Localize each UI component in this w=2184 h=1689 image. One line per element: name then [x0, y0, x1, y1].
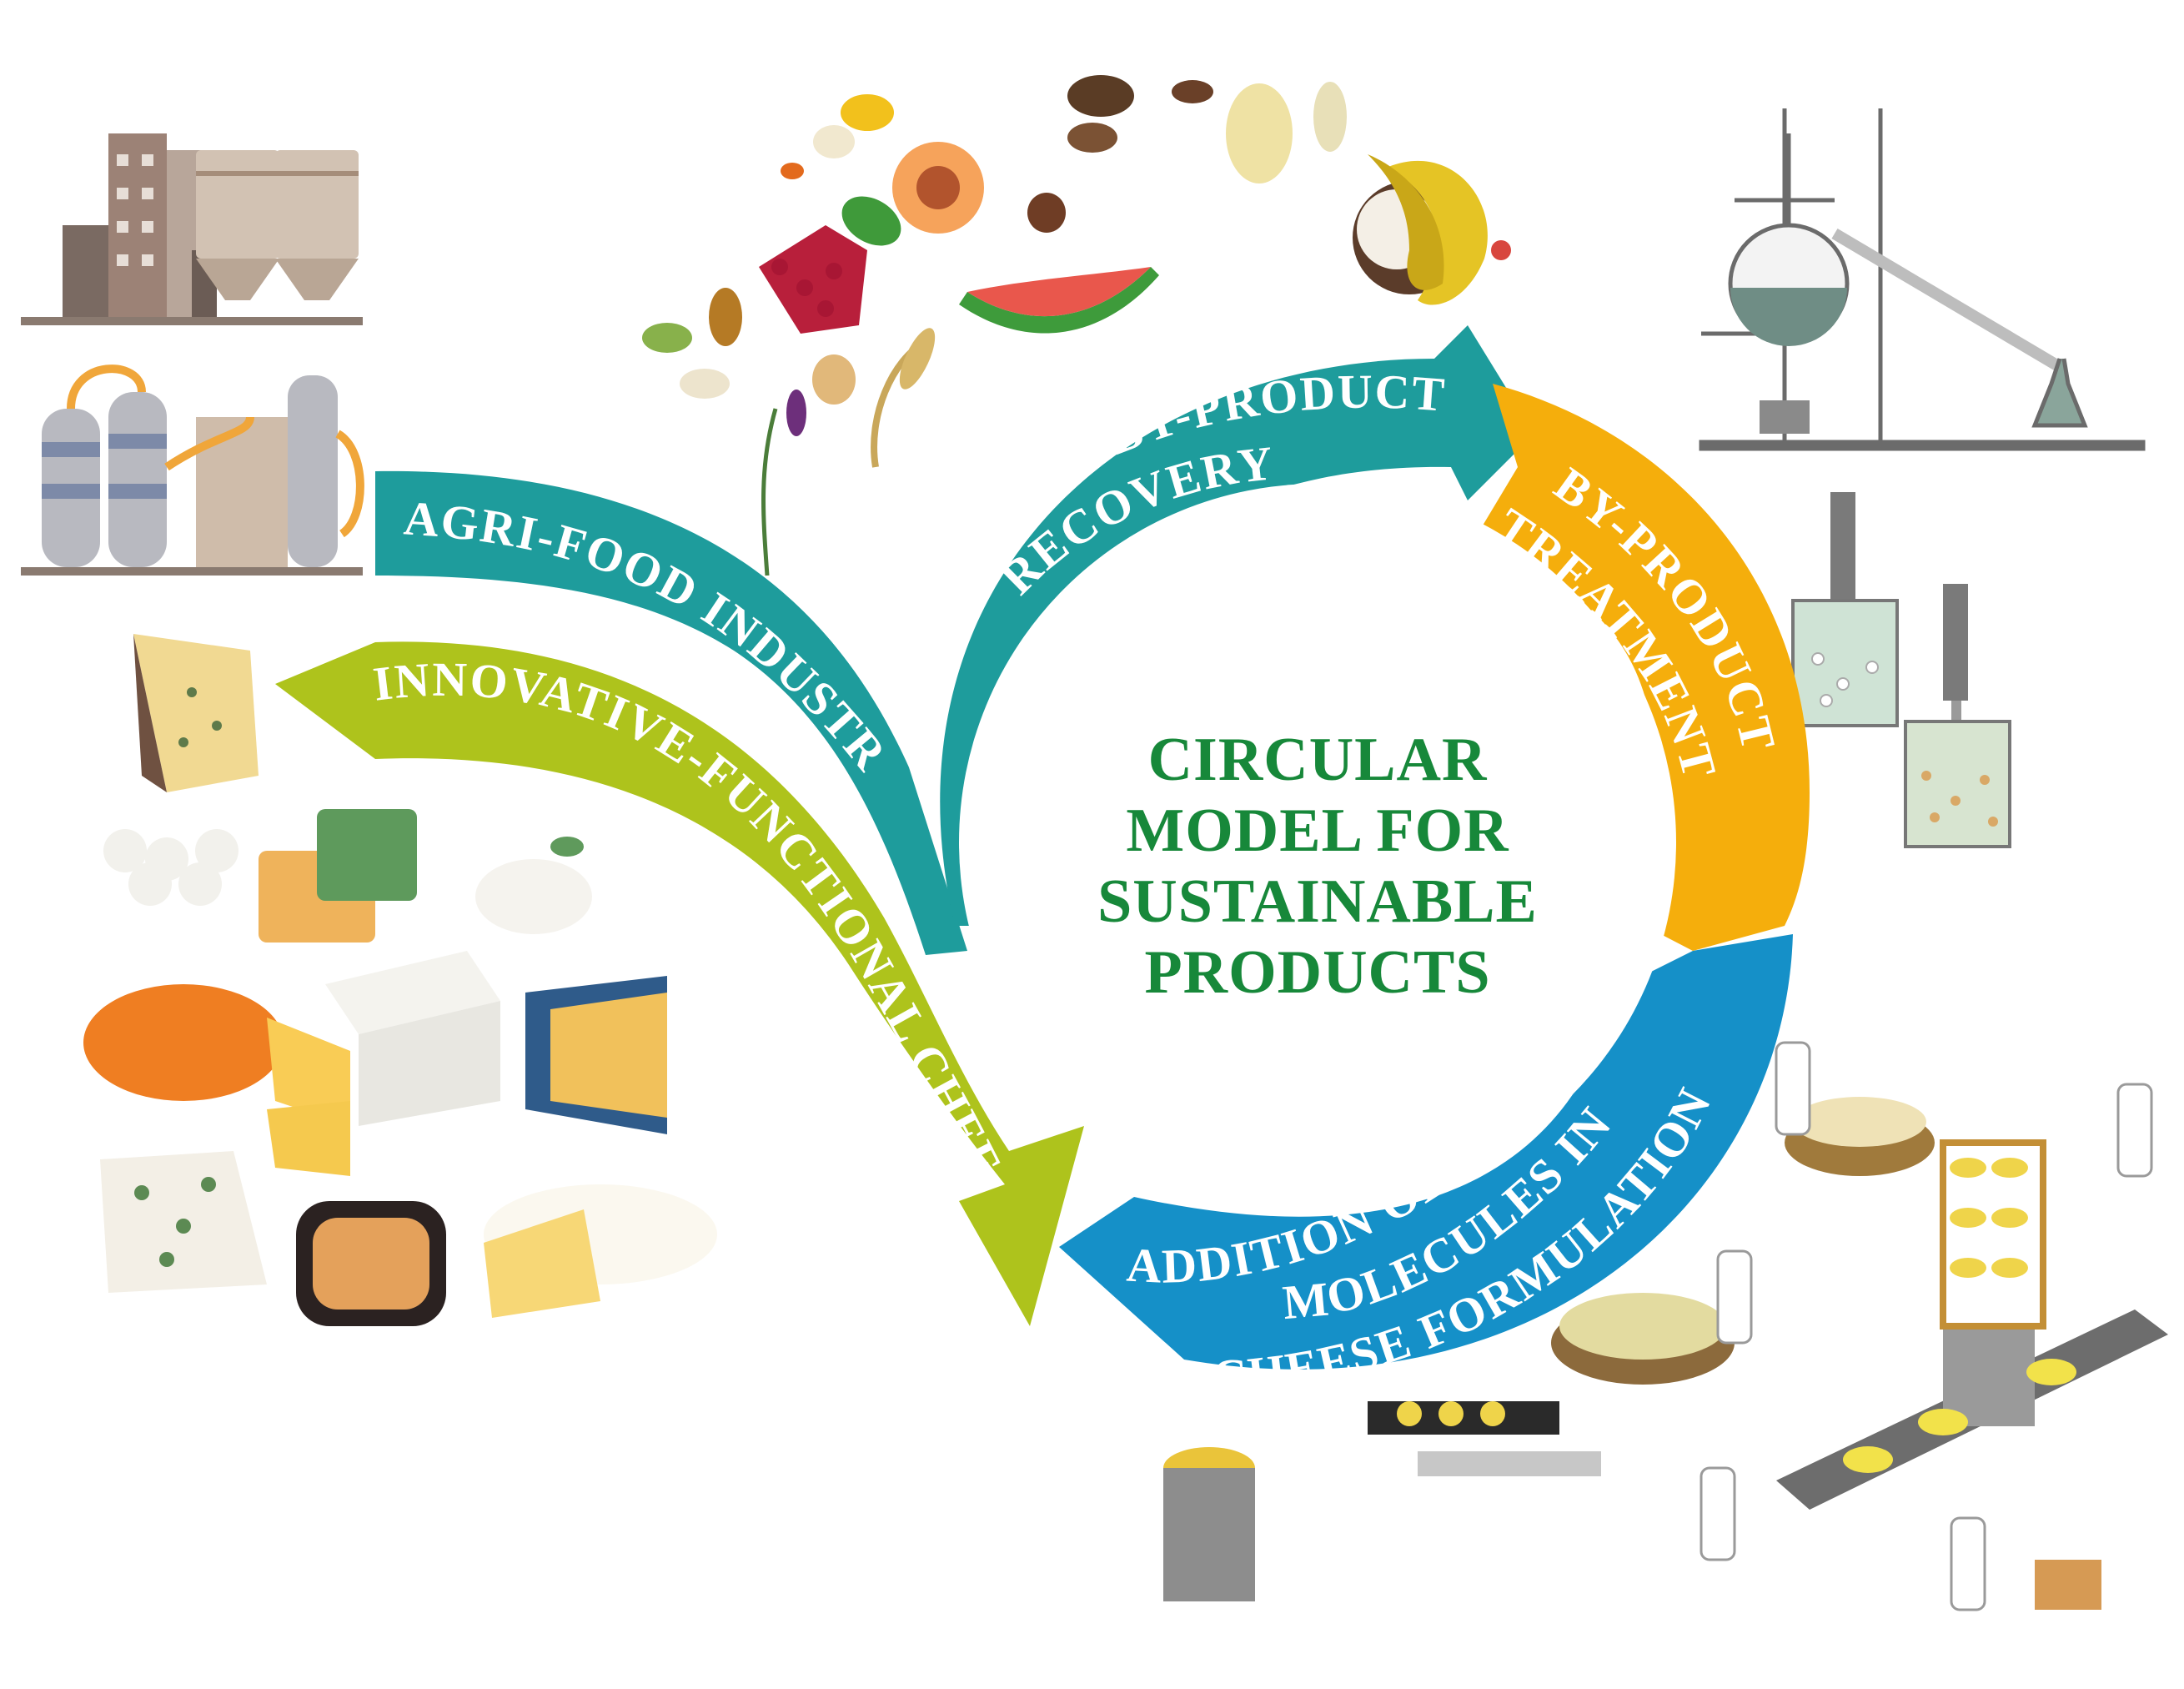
center-title-line2: MODEL FOR [1126, 797, 1509, 865]
distillation-lab-illustration [1699, 108, 2146, 451]
byproduct-treatment-arrow [1468, 384, 1810, 951]
cheese-production-illustration [1163, 1041, 2168, 1611]
center-title-line4: PRODUCTS [1144, 938, 1490, 1007]
food-waste-illustration [642, 75, 1511, 576]
ultrasound-treatment-illustration [1791, 492, 2011, 848]
factory-buildings-illustration [21, 133, 364, 576]
center-circle [959, 484, 1676, 1201]
innovative-cheese-arrow [275, 641, 1084, 1326]
center-title-line3: SUSTAINABLE [1097, 867, 1538, 936]
cheese-assortment-illustration [83, 634, 717, 1326]
agri-food-industry-arrow [375, 470, 967, 955]
center-title-line1: CIRCULAR [1148, 726, 1488, 794]
